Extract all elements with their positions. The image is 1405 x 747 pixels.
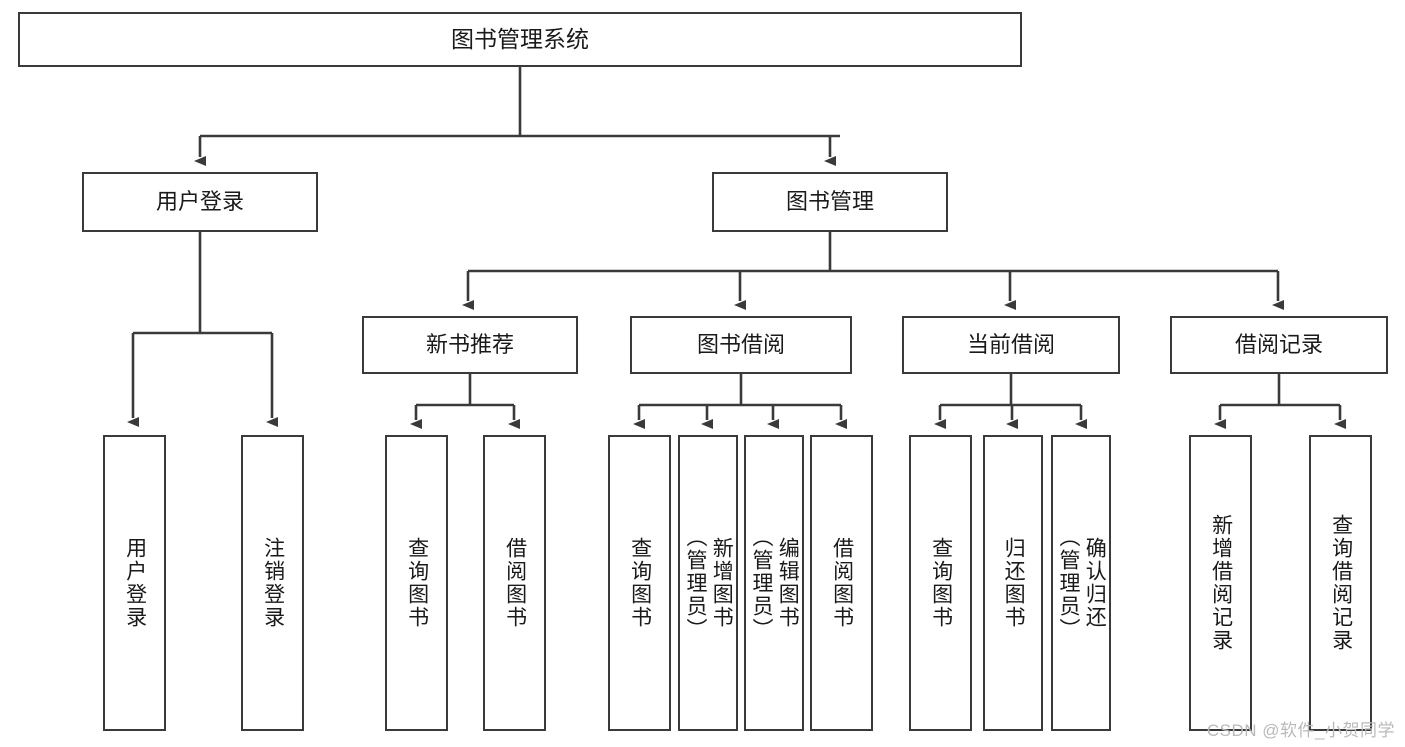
leaf-edit-book-admin[interactable]: 编辑图书 （管理员）: [744, 435, 804, 731]
leaf-return-book-label: 归还图书: [1002, 537, 1026, 629]
leaf-query-borrow-record[interactable]: 查询借阅记录: [1309, 435, 1372, 731]
leaf-borrow-book-recommend[interactable]: 借阅图书: [483, 435, 546, 731]
node-book-borrow-label: 图书借阅: [696, 332, 785, 358]
node-root-label: 图书管理系统: [451, 25, 589, 52]
node-book-management[interactable]: 图书管理: [712, 172, 948, 232]
leaf-add-book-admin-label: 新增图书 （管理员）: [684, 525, 734, 641]
leaf-query-book-current-label: 查询图书: [929, 537, 953, 629]
leaf-add-book-admin[interactable]: 新增图书 （管理员）: [678, 435, 738, 731]
leaf-confirm-return-admin[interactable]: 确认归还 （管理员）: [1051, 435, 1111, 731]
node-root[interactable]: 图书管理系统: [18, 12, 1022, 67]
node-new-book-recommend[interactable]: 新书推荐: [362, 316, 578, 374]
node-new-book-recommend-label: 新书推荐: [425, 332, 514, 358]
node-book-management-label: 图书管理: [785, 189, 874, 215]
node-user-login[interactable]: 用户登录: [82, 172, 318, 232]
leaf-logout-label: 注销登录: [261, 537, 285, 629]
leaf-borrow-book[interactable]: 借阅图书: [810, 435, 873, 731]
node-borrow-record-label: 借阅记录: [1234, 332, 1323, 358]
leaf-borrow-book-label: 借阅图书: [830, 537, 854, 629]
leaf-query-book-current[interactable]: 查询图书: [909, 435, 972, 731]
leaf-add-borrow-record[interactable]: 新增借阅记录: [1189, 435, 1252, 731]
leaf-query-book-borrow-label: 查询图书: [628, 537, 652, 629]
node-current-borrow[interactable]: 当前借阅: [902, 316, 1120, 374]
leaf-query-borrow-record-label: 查询借阅记录: [1329, 514, 1353, 652]
leaf-edit-book-admin-label: 编辑图书 （管理员）: [750, 525, 800, 641]
leaf-logout[interactable]: 注销登录: [241, 435, 304, 731]
leaf-query-book-borrow[interactable]: 查询图书: [608, 435, 671, 731]
leaf-return-book[interactable]: 归还图书: [983, 435, 1043, 731]
leaf-confirm-return-admin-label: 确认归还 （管理员）: [1057, 525, 1107, 641]
leaf-query-book-recommend-label: 查询图书: [405, 537, 429, 629]
node-user-login-label: 用户登录: [155, 189, 244, 215]
node-book-borrow[interactable]: 图书借阅: [630, 316, 852, 374]
leaf-user-login-label: 用户登录: [123, 537, 147, 629]
leaf-user-login[interactable]: 用户登录: [103, 435, 166, 731]
node-borrow-record[interactable]: 借阅记录: [1170, 316, 1388, 374]
node-current-borrow-label: 当前借阅: [966, 332, 1055, 358]
leaf-add-borrow-record-label: 新增借阅记录: [1209, 514, 1233, 652]
leaf-query-book-recommend[interactable]: 查询图书: [385, 435, 448, 731]
leaf-borrow-book-recommend-label: 借阅图书: [503, 537, 527, 629]
